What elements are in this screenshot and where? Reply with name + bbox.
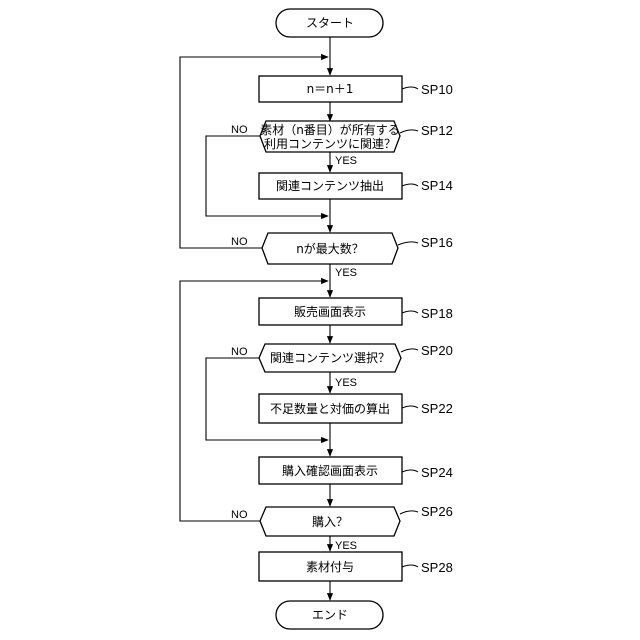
end-label: エンド (312, 608, 348, 622)
decision-sp16-id: SP16 (421, 235, 453, 250)
step-sp24-id: SP24 (421, 465, 453, 480)
step-sp18: 販売画面表示 SP18 (259, 298, 453, 325)
decision-sp16-no: NO (231, 236, 248, 248)
decision-sp26-no: NO (231, 509, 248, 521)
decision-sp16-yes: YES (335, 267, 357, 279)
step-sp22-id: SP22 (421, 401, 453, 416)
step-sp24-text: 購入確認画面表示 (282, 463, 378, 478)
decision-sp12-text-line2: 利用コンテンツに関連？ (264, 137, 396, 151)
decision-sp16: nが最大数？ SP16 NO YES (231, 233, 453, 279)
decision-sp20-id: SP20 (421, 343, 453, 358)
decision-sp20: 関連コンテンツ選択？ SP20 NO YES (231, 343, 453, 389)
decision-sp26-text: 購入？ (312, 515, 348, 529)
step-sp18-text: 販売画面表示 (294, 304, 366, 319)
step-sp22: 不足数量と対価の算出 SP22 (259, 394, 453, 423)
step-sp28: 素材付与 SP28 (259, 552, 453, 581)
step-sp14-text: 関連コンテンツ抽出 (276, 179, 384, 193)
decision-sp12-yes: YES (335, 155, 357, 167)
decision-sp20-no: NO (231, 346, 248, 358)
decision-sp12-text-line1: 素材（n番目）が所有する (260, 122, 400, 137)
step-sp24: 購入確認画面表示 SP24 (259, 457, 453, 484)
start-label: スタート (306, 16, 354, 30)
decision-sp20-text: 関連コンテンツ選択？ (270, 351, 390, 365)
decision-sp12-no: NO (231, 124, 248, 136)
decision-sp20-yes: YES (335, 377, 357, 389)
decision-sp12-id: SP12 (421, 123, 453, 138)
step-sp14-id: SP14 (421, 178, 453, 193)
decision-sp26-yes: YES (335, 540, 357, 552)
decision-sp12: 素材（n番目）が所有する 利用コンテンツに関連？ SP12 NO YES (231, 121, 453, 167)
decision-sp26: 購入？ SP26 NO YES (231, 504, 453, 552)
step-sp18-id: SP18 (421, 306, 453, 321)
step-sp14: 関連コンテンツ抽出 SP14 (259, 173, 453, 199)
step-sp28-id: SP28 (421, 560, 453, 575)
decision-sp26-id: SP26 (421, 504, 453, 519)
step-sp10: n＝n＋1 SP10 (259, 76, 453, 102)
start-terminal: スタート (276, 9, 383, 37)
step-sp10-id: SP10 (421, 82, 453, 97)
step-sp28-text: 素材付与 (306, 560, 354, 574)
end-terminal: エンド (276, 601, 383, 629)
step-sp10-text: n＝n＋1 (307, 82, 354, 96)
decision-sp16-text: nが最大数？ (296, 241, 364, 256)
step-sp22-text: 不足数量と対価の算出 (270, 401, 390, 416)
